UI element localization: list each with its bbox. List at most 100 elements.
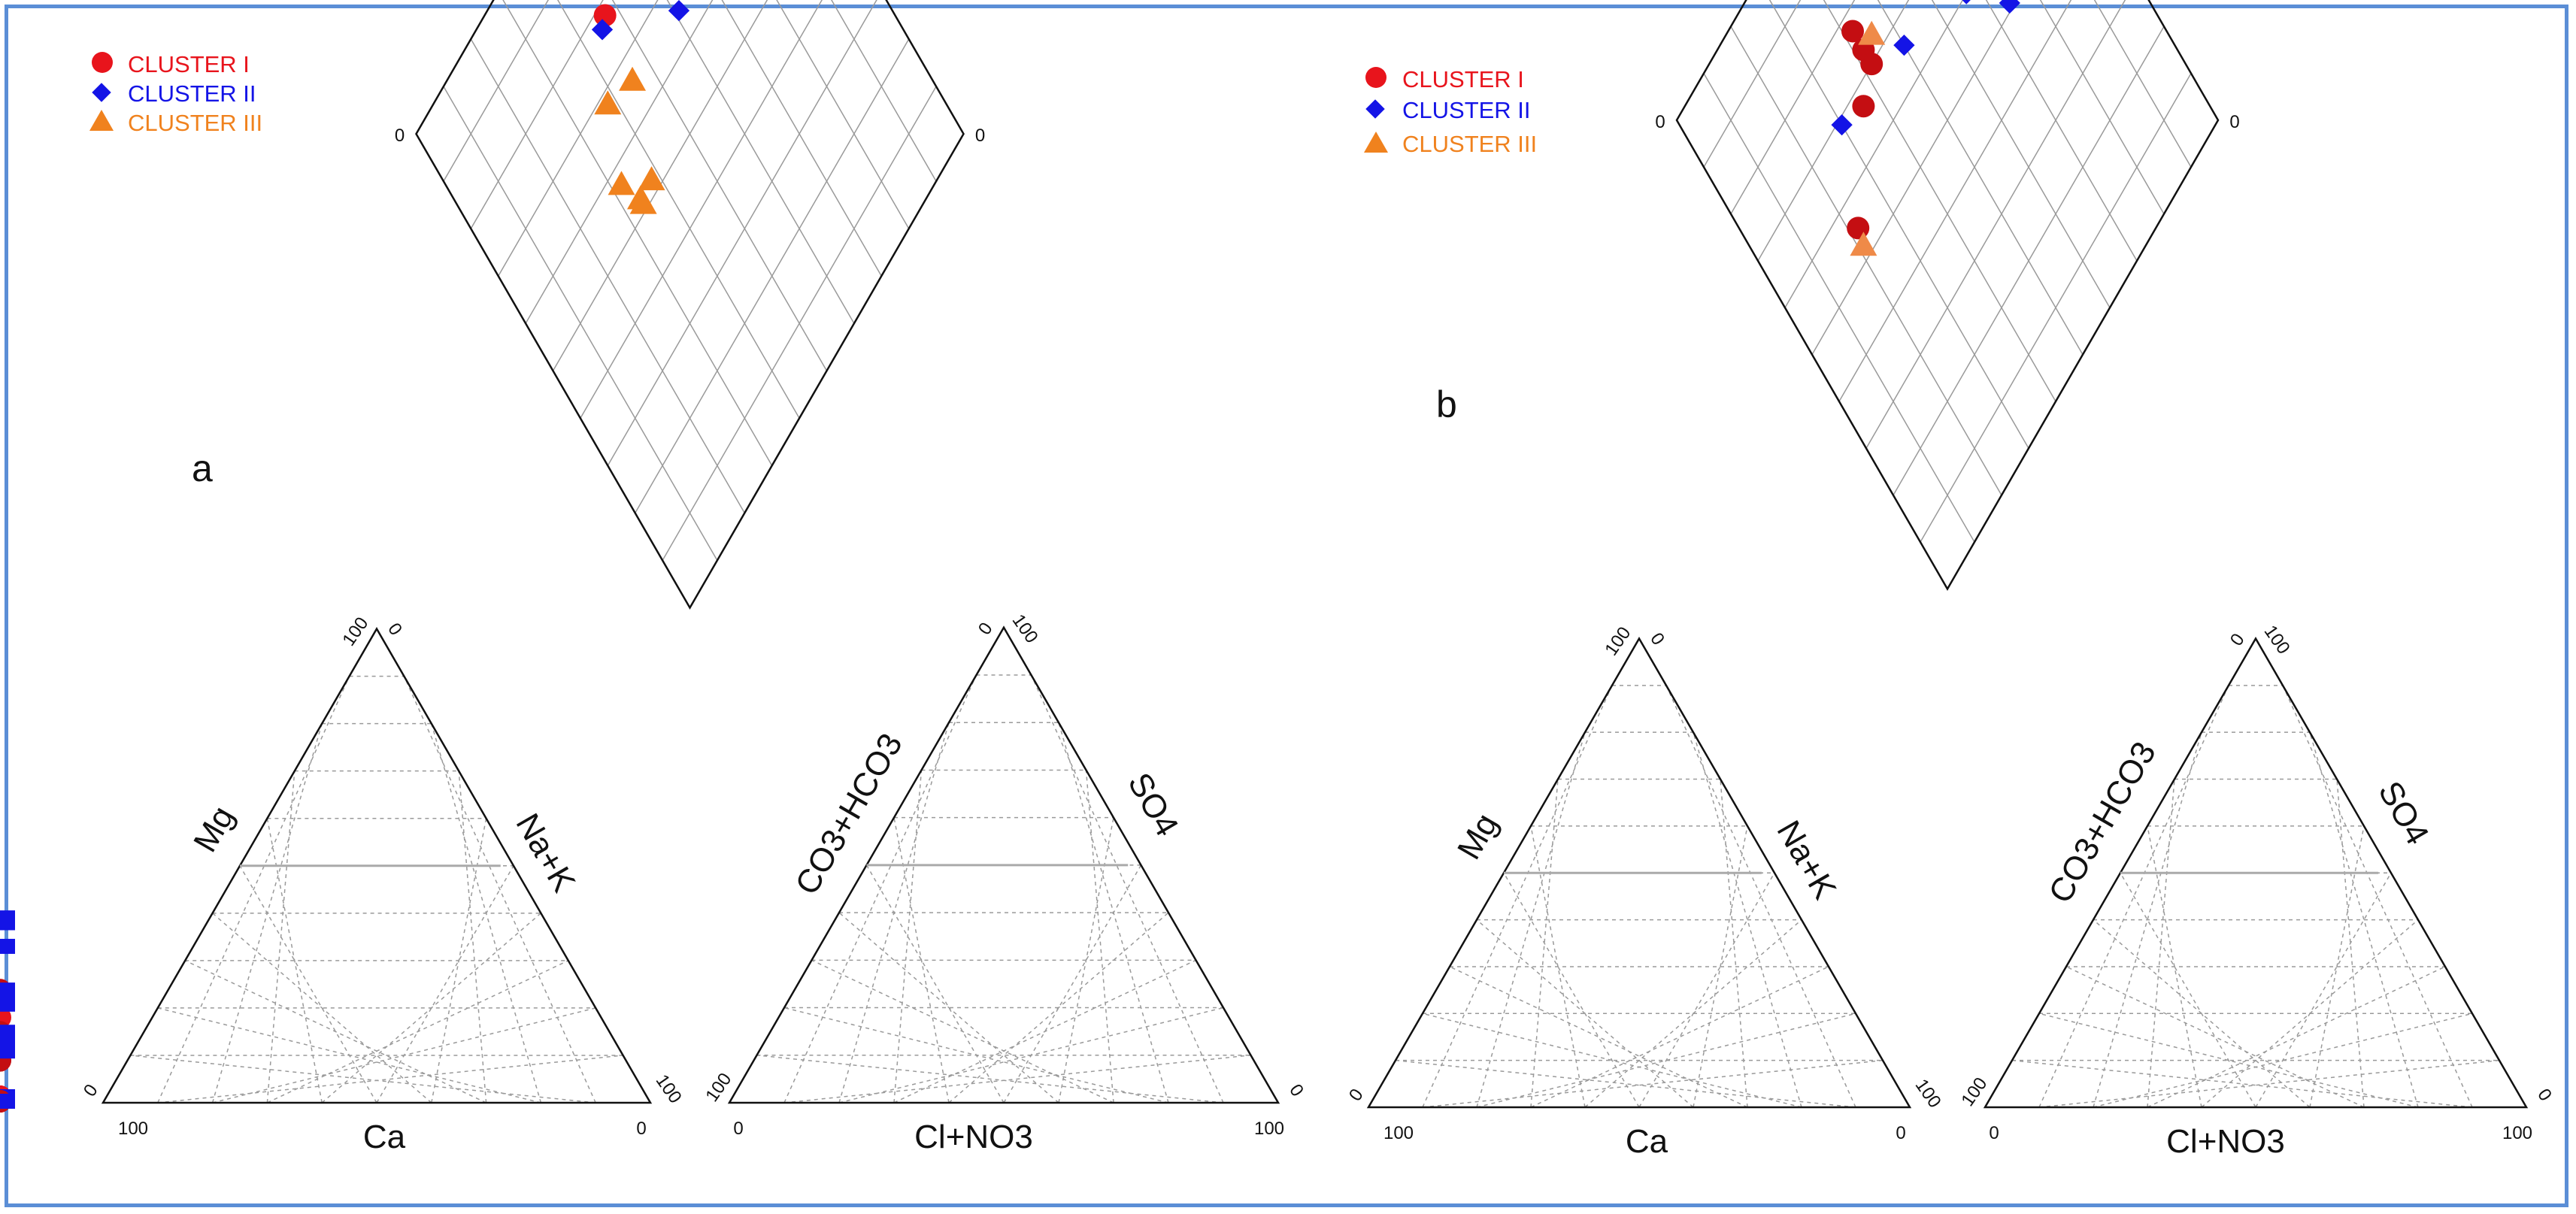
cation-triangle-grid-line <box>1476 919 1694 1108</box>
diamond-grid-line <box>1811 0 2018 356</box>
panel-a: a 10000100010001001000100000100CaMgNa+KC… <box>0 0 1308 1155</box>
diamond-cluster3-point <box>629 189 657 214</box>
anion-cluster2-point <box>0 1094 15 1109</box>
cation-tick-0-left: 0 <box>80 1080 102 1100</box>
anion-tick-0-right: 0 <box>1285 1080 1308 1100</box>
cation-triangle-grid-line <box>157 1007 541 1103</box>
cation-triangle-grid-line <box>184 960 486 1103</box>
anion-tick-100-bottom: 100 <box>2502 1123 2532 1143</box>
cation-triangle-grid-line <box>1530 779 1559 1108</box>
cation-triangle-grid-line <box>1720 779 1748 1108</box>
diamond-grid-line <box>721 0 882 277</box>
anion-triangle-grid-line <box>865 864 1005 1103</box>
diamond-grid-line <box>552 0 768 371</box>
diamond-outline <box>415 0 965 610</box>
diamond-grid-line <box>1877 0 2084 356</box>
anion-tick-0-bottom: 0 <box>1989 1123 1999 1143</box>
cation-triangle-grid-line <box>321 913 541 1103</box>
cation-tick-100-bottom: 100 <box>118 1119 148 1139</box>
cation-cluster2-point <box>0 938 15 954</box>
cation-tick-0-bottom: 0 <box>1896 1123 1905 1143</box>
cation-triangle-grid-line <box>1476 731 1586 1108</box>
anion-tick-100-top: 100 <box>2260 622 2294 658</box>
legend-b-cluster1-marker <box>1365 67 1386 88</box>
cation-left-label: Mg <box>186 800 241 858</box>
diamond-cluster1-point <box>593 4 617 27</box>
diamond-cluster1-point <box>1852 95 1875 118</box>
anion-triangle-grid-line <box>811 959 1114 1103</box>
cation-tick-100-right: 100 <box>652 1071 686 1107</box>
anion-triangle-grid-line <box>783 674 977 1103</box>
diamond-tick-0-right: 0 <box>975 126 985 146</box>
diamond-grid-line <box>2093 0 2192 168</box>
diamond-tick-0-left: 0 <box>1655 112 1665 132</box>
anion-left-label: CO3+HCO3 <box>2041 736 2163 910</box>
diamond-cluster3-point <box>619 66 647 91</box>
cation-triangle-grid-line <box>1530 825 1586 1108</box>
anion-triangle-grid-line <box>783 1007 1169 1103</box>
diamond-grid-line <box>470 0 604 229</box>
legend-a-cluster1-label: CLUSTER I <box>128 51 250 77</box>
anion-triangle-grid-line <box>2093 731 2202 1108</box>
anion-triangle-grid-line <box>2147 825 2202 1108</box>
anion-triangle-grid-line <box>756 1055 1224 1103</box>
diamond-outline <box>1675 0 2220 591</box>
legend-a-cluster2-marker <box>92 83 111 102</box>
anion-tick-0-top: 0 <box>974 619 997 638</box>
legend-b-cluster3-marker <box>1364 132 1388 153</box>
cation-triangle-grid-line <box>239 865 377 1103</box>
anion-right-label: SO4 <box>1120 767 1185 843</box>
diamond-grid-line <box>498 0 659 277</box>
diamond-tick-0-left: 0 <box>395 126 405 146</box>
diamond-grid-line <box>776 0 910 229</box>
cation-triangle-grid-line <box>1693 731 1802 1108</box>
diamond-tick-0-right: 0 <box>2229 112 2239 132</box>
diamond-grid-line <box>1985 0 2138 262</box>
panel-label-a: a <box>192 447 213 489</box>
anion-triangle-grid-line <box>2120 872 2256 1108</box>
legend-b-cluster3-label: CLUSTER III <box>1402 131 1537 157</box>
cation-cluster2-point <box>0 1043 15 1059</box>
diamond-grid-line <box>1823 0 2056 402</box>
diamond-grid-line <box>443 0 549 182</box>
diamond-cluster2-point <box>1893 35 1915 56</box>
cation-cluster2-point <box>0 996 15 1012</box>
diamond-grid-line <box>1757 0 1910 262</box>
anion-triangle-grid-line <box>2038 1059 2500 1108</box>
diamond-cluster3-point <box>1850 232 1877 256</box>
anion-triangle-grid-line <box>893 959 1196 1103</box>
anion-tick-100-bottom: 100 <box>1254 1119 1284 1139</box>
cation-triangle-grid-line <box>130 1055 596 1103</box>
cation-tick-0-bottom: 0 <box>636 1119 646 1139</box>
cation-tick-0-top: 0 <box>1646 629 1668 649</box>
diamond-grid-line <box>1768 0 2029 449</box>
legend-b: CLUSTER I CLUSTER II CLUSTER III <box>1364 66 1537 157</box>
cation-triangle-grid-line <box>1503 872 1640 1108</box>
panel-label-b: b <box>1436 383 1457 425</box>
anion-triangle-grid-line <box>2038 1013 2419 1108</box>
cation-triangle-grid-line <box>1476 1013 1856 1108</box>
diamond-cluster3-point <box>594 90 622 115</box>
diamond-cluster2-point <box>668 0 690 22</box>
cation-triangle-grid-line <box>212 913 432 1103</box>
anion-triangle-grid-line <box>1058 722 1169 1103</box>
cation-triangle-grid-line <box>1422 1013 1802 1108</box>
anion-bottom-label: Cl+NO3 <box>914 1119 1033 1155</box>
anion-left-label: CO3+HCO3 <box>788 728 910 901</box>
anion-tick-0-right: 0 <box>2533 1085 2556 1104</box>
cation-tick-100-bottom: 100 <box>1383 1123 1414 1143</box>
cation-cluster2-point <box>0 910 15 926</box>
cation-tick-0-top: 0 <box>383 619 406 639</box>
anion-triangle-grid-line <box>893 770 923 1103</box>
legend-b-cluster2-marker <box>1365 99 1385 119</box>
diamond-cluster2-point <box>591 19 614 41</box>
diamond-grid-line <box>1931 0 2111 308</box>
cation-triangle-grid-line <box>431 723 542 1103</box>
anion-triangle-grid-line <box>838 912 1059 1103</box>
cation-left-label: Mg <box>1450 807 1505 865</box>
anion-tick-100-top: 100 <box>1008 610 1042 646</box>
diamond-grid-line <box>502 0 773 466</box>
anion-triangle-grid-line <box>2309 731 2419 1108</box>
cation-right-label: Na+K <box>509 807 583 898</box>
legend-a: CLUSTER I CLUSTER II CLUSTER III <box>89 51 262 136</box>
